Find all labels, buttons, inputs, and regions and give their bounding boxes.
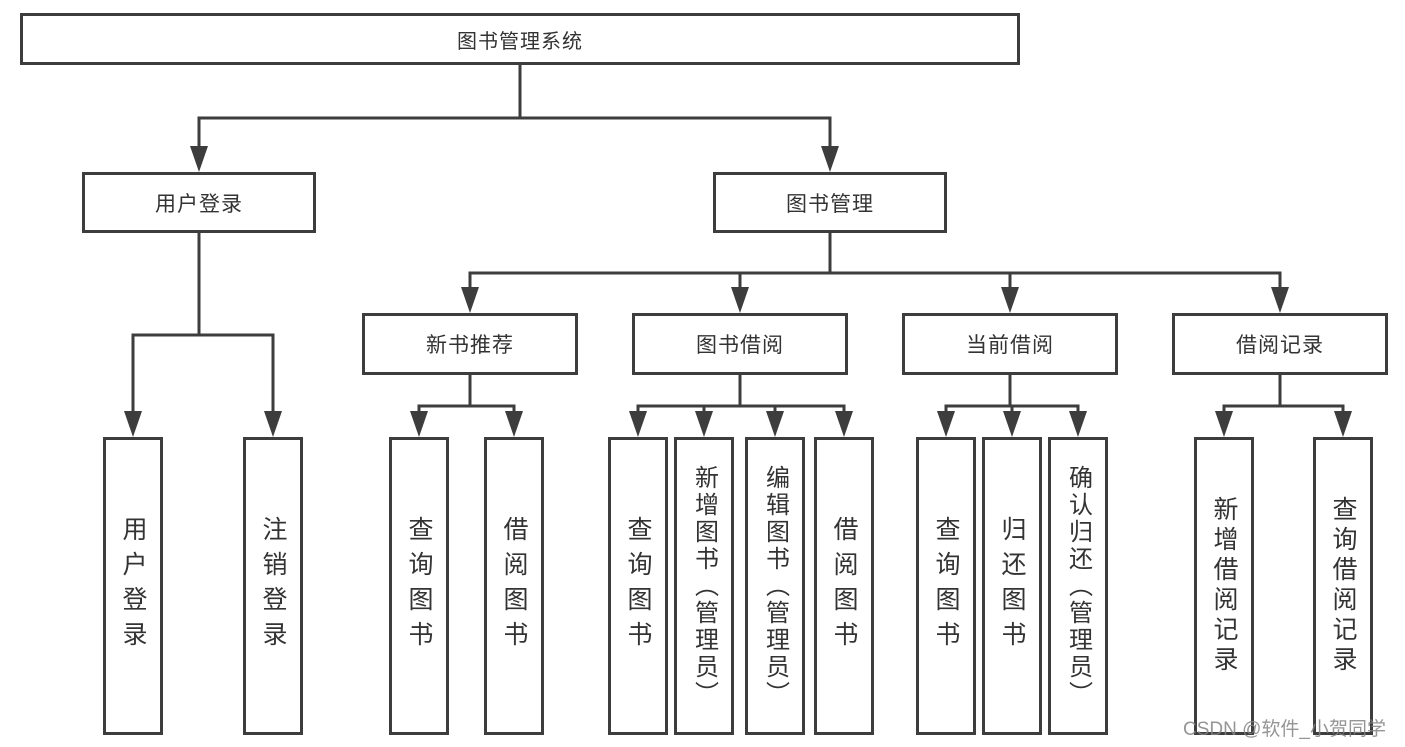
leaf-label: 新增图书（管理员）	[690, 464, 718, 708]
leaf-add-borrow-record: 新增借阅记录	[1194, 437, 1254, 735]
leaf-label: 用户登录	[119, 516, 147, 656]
leaf-return-books: 归还图书	[982, 437, 1042, 735]
node-user-login: 用户登录	[82, 172, 316, 233]
node-label: 新书推荐	[426, 334, 514, 357]
leaf-label: 查询借阅记录	[1329, 496, 1357, 676]
leaf-user-login: 用户登录	[103, 437, 163, 735]
leaf-label: 确认归还（管理员）	[1064, 464, 1092, 708]
leaf-label: 编辑图书（管理员）	[761, 464, 789, 708]
node-book-management: 图书管理	[713, 172, 947, 233]
leaf-confirm-return-admin: 确认归还（管理员）	[1048, 437, 1108, 735]
leaf-query-borrow-record: 查询借阅记录	[1313, 437, 1373, 735]
node-borrow-record: 借阅记录	[1172, 313, 1388, 375]
leaf-label: 借阅图书	[830, 516, 858, 656]
leaf-borrow-books-recommend: 借阅图书	[484, 437, 544, 735]
leaf-label: 注销登录	[259, 516, 287, 656]
leaf-label: 查询图书	[405, 516, 433, 656]
leaf-label: 查询图书	[624, 516, 652, 656]
leaf-borrow-books: 借阅图书	[814, 437, 874, 735]
leaf-label: 查询图书	[932, 516, 960, 656]
node-label: 用户登录	[155, 192, 243, 216]
leaf-query-books-current: 查询图书	[916, 437, 976, 735]
node-label: 借阅记录	[1236, 334, 1324, 357]
node-library-management-system: 图书管理系统	[20, 13, 1020, 65]
leaf-query-books-recommend: 查询图书	[389, 437, 449, 735]
node-current-borrow: 当前借阅	[902, 313, 1118, 375]
leaf-edit-books-admin: 编辑图书（管理员）	[745, 437, 805, 735]
node-new-book-recommend: 新书推荐	[362, 313, 578, 375]
leaf-label: 归还图书	[998, 516, 1026, 656]
node-label: 图书管理	[786, 192, 874, 216]
node-label: 图书借阅	[696, 334, 784, 357]
leaf-add-books-admin: 新增图书（管理员）	[674, 437, 734, 735]
csdn-watermark: CSDN @软件_小贺同学	[1183, 719, 1386, 740]
node-label: 当前借阅	[966, 334, 1054, 357]
leaf-logout: 注销登录	[243, 437, 303, 735]
node-label: 图书管理系统	[457, 30, 583, 53]
leaf-label: 借阅图书	[500, 516, 528, 656]
node-book-borrow: 图书借阅	[632, 313, 848, 375]
leaf-query-books-borrow: 查询图书	[608, 437, 668, 735]
leaf-label: 新增借阅记录	[1210, 496, 1238, 676]
